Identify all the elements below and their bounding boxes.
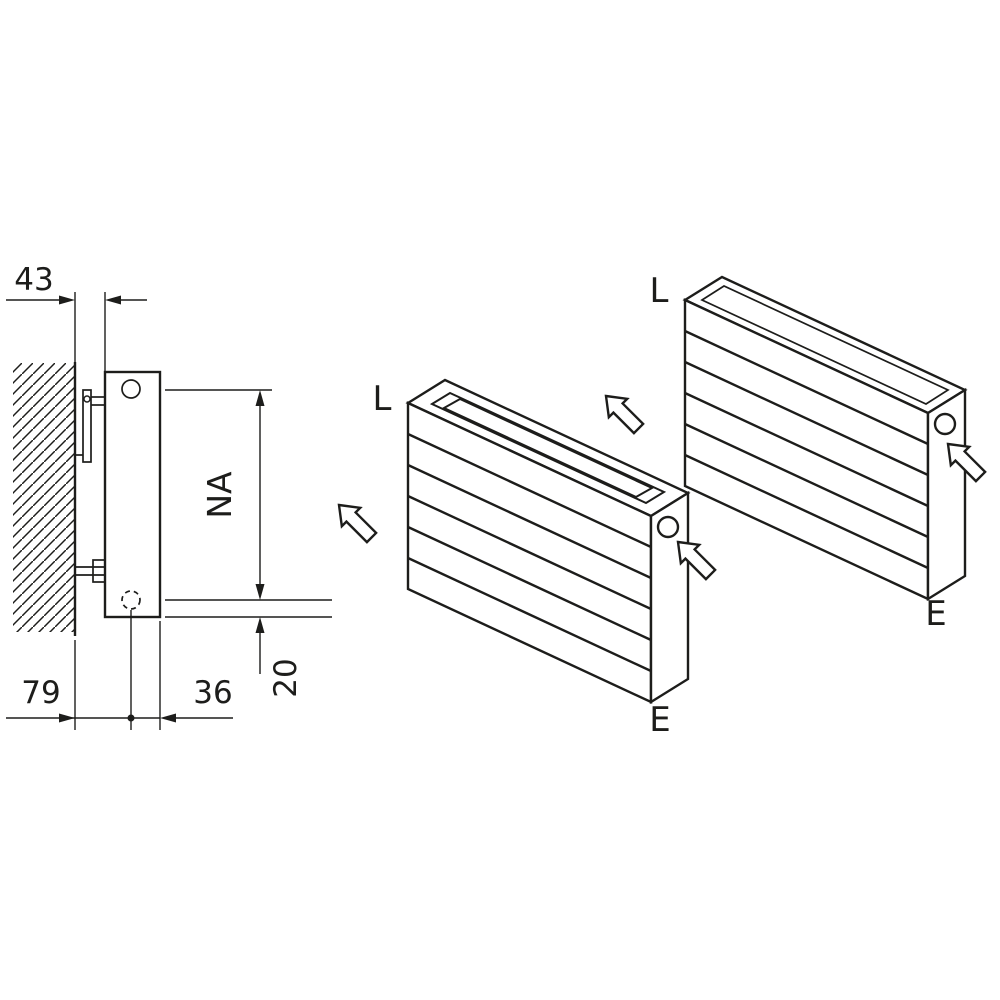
slat-line: [684, 360, 929, 477]
dim-label-na: NA: [200, 471, 239, 519]
top-tapping-circle: [121, 379, 141, 399]
label-inlet-L: L: [373, 379, 392, 419]
dim-label-20: 20: [268, 658, 304, 697]
arrowhead-down: [255, 584, 265, 600]
end-face: [926, 387, 967, 602]
slat-line: [407, 525, 652, 642]
wall-bracket: [75, 389, 105, 463]
slat-line: [684, 422, 929, 539]
iso-radiator-open-top: L E: [373, 378, 691, 740]
slat-line: [684, 329, 929, 446]
end-face: [649, 490, 690, 705]
arrowhead-left: [105, 295, 121, 305]
arrowhead-right: [59, 713, 75, 723]
arrowhead-up: [255, 617, 265, 633]
flow-arrow-icon: [328, 494, 382, 548]
dim-label-36: 36: [193, 675, 232, 711]
top-opening-inner: [441, 397, 655, 499]
bottom-tapping-circle-hidden: [121, 590, 141, 610]
label-inlet-L: L: [650, 271, 669, 311]
dimension-hub-distance: NA: [165, 389, 332, 601]
dimension-horizontal-offsets: 79 36: [6, 610, 233, 730]
end-tapping-circle: [656, 515, 680, 539]
end-tapping-circle: [933, 412, 957, 436]
bracket-fastener: [83, 395, 91, 403]
valve-block: [92, 559, 106, 583]
dim-label-79: 79: [21, 675, 60, 711]
top-opening-outer: [429, 391, 667, 505]
slat-line: [407, 494, 652, 611]
arrowhead-up: [255, 390, 265, 406]
dimension-dot: [127, 714, 135, 722]
label-outlet-E: E: [649, 700, 670, 740]
label-outlet-E: E: [925, 594, 946, 634]
dimension-bottom-offset: 20: [165, 616, 332, 698]
radiator-side-body: [103, 370, 162, 619]
arrowhead-right: [59, 295, 75, 305]
arrowhead-left: [160, 713, 176, 723]
top-grille: [700, 285, 950, 405]
bottom-connection: [75, 559, 106, 583]
dim-label-43: 43: [14, 262, 53, 298]
slat-line: [407, 463, 652, 580]
iso-radiator-grille-top: L E: [650, 271, 968, 634]
wall-hatch: [13, 363, 75, 632]
side-view-drawing: 43 NA 20 79 36: [6, 262, 332, 730]
slat-line: [407, 432, 652, 549]
front-slat-lines: [407, 432, 652, 673]
flow-arrow-icon: [595, 385, 649, 439]
slat-line: [684, 453, 929, 570]
front-slat-lines: [684, 329, 929, 570]
slat-line: [407, 556, 652, 673]
bracket-bar: [82, 389, 92, 463]
slat-line: [684, 391, 929, 508]
dimension-wall-distance: 43: [6, 262, 147, 372]
